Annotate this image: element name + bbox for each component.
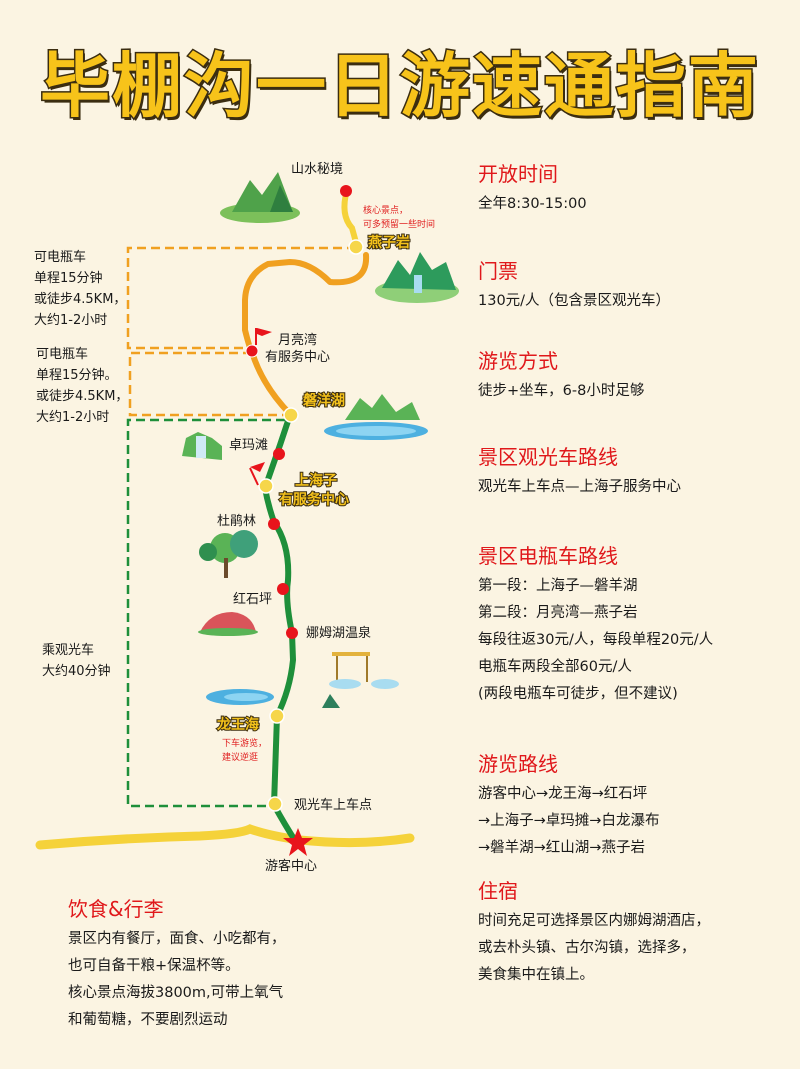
waterfall-illustration [182, 432, 222, 460]
stop-name: 上海子 [294, 472, 338, 490]
stop-namuhu [286, 627, 298, 639]
info-line: (两段电瓶车可徒步，但不建议) [478, 686, 678, 702]
stop-name: 月亮湾 [278, 333, 318, 348]
stop-yanziyan [348, 239, 364, 255]
info-tour-method: 游览方式 徒步+坐车，6-8小时足够 [478, 350, 798, 405]
stop-shanshui [340, 185, 352, 197]
section-heading: 开放时间 [478, 162, 558, 186]
section-heading: 饮食&行李 [68, 897, 164, 921]
mountain-illustration-yanziyan [375, 252, 459, 303]
stop-label-shanghaizi: 上海子 有服务中心 [278, 472, 350, 510]
section-heading: 门票 [478, 259, 518, 283]
flag-icon [255, 328, 272, 345]
info-line: 每段往返30元/人，每段单程20元/人 [478, 632, 714, 648]
info-line: →上海子→卓玛摊→白龙瀑布 [478, 813, 660, 829]
info-line: 第一段：上海子—磐羊湖 [478, 578, 638, 594]
stop-label-panyanghu: 磐洋湖 [302, 392, 346, 410]
sightseeing-bus-bracket [126, 418, 285, 808]
flag-icon [249, 462, 265, 486]
page-title: 毕棚沟一日游速通指南 [39, 44, 760, 129]
star-icon [283, 828, 313, 856]
stop-dujuanlin [268, 518, 280, 530]
side-label-segment2: 可电瓶车 单程15分钟 或徒步4.5KM， 大约1-2小时 [34, 250, 127, 328]
info-line: 电瓶车两段全部60元/人 [478, 659, 632, 675]
road [35, 824, 415, 850]
info-line: 第二段：月亮湾—燕子岩 [478, 605, 638, 621]
info-line: 观光车上车点—上海子服务中心 [478, 479, 681, 495]
section-heading: 游览路线 [478, 752, 558, 776]
info-line: 美食集中在镇上。 [478, 967, 594, 983]
info-line: 也可自备干粮+保温杯等。 [68, 958, 240, 974]
stop-bus-stop [267, 796, 283, 812]
info-opening-hours: 开放时间 全年8:30-15:00 [478, 163, 798, 218]
side-label-segment1: 可电瓶车 单程15分钟。 或徒步4.5KM， 大约1-2小时 [36, 347, 129, 425]
food-luggage-section: 饮食&行李 景区内有餐厅，面食、小吃都有， 也可自备干粮+保温杯等。 核心景点海… [68, 893, 448, 1034]
stop-shanghaizi [258, 478, 274, 494]
info-line: 130元/人（包含景区观光车） [478, 293, 671, 309]
stop-zhuomatan [273, 448, 285, 460]
info-line: 全年8:30-15:00 [478, 196, 587, 212]
stop-longwanghai [269, 708, 285, 724]
stop-label-namuhu: 娜姆湖温泉 [306, 626, 372, 641]
section-heading: 住宿 [478, 879, 518, 903]
info-electric-car-route: 景区电瓶车路线 第一段：上海子—磐羊湖 第二段：月亮湾—燕子岩 每段往返30元/… [478, 545, 798, 708]
stop-label-visitor-center: 游客中心 [265, 859, 318, 874]
electric-car-bracket-1 [128, 351, 285, 417]
mountain-illustration-shanshui [220, 172, 300, 223]
stop-label-longwanghai: 龙王海 [216, 716, 260, 734]
info-line: 和葡萄糖，不要剧烈运动 [68, 1012, 228, 1028]
info-line: 景区内有餐厅，面食、小吃都有， [68, 931, 286, 947]
note-yanziyan: 核心景点， 可多预留一些时间 [363, 206, 436, 230]
service-center-label: 有服务中心 [265, 350, 331, 365]
stop-label-hongshiping: 红石坪 [233, 592, 273, 607]
info-line: 徒步+坐车，6-8小时足够 [478, 383, 645, 399]
section-heading: 景区电瓶车路线 [478, 544, 618, 568]
stop-label-dujuanlin: 杜鹃林 [217, 514, 257, 529]
info-line: 时间充足可选择景区内娜姆湖酒店， [478, 913, 710, 929]
route-orange [242, 252, 370, 417]
info-bus-route: 景区观光车路线 观光车上车点—上海子服务中心 [478, 446, 798, 501]
stop-label-shanshui: 山水秘境 [291, 162, 344, 177]
info-line: 或去朴头镇、古尔沟镇，选择多， [478, 940, 696, 956]
info-line: 游客中心→龙王海→红石坪 [478, 786, 648, 802]
route-yellow [341, 187, 360, 249]
stop-label-zhuomatan: 卓玛滩 [229, 438, 269, 453]
lake-illustration-longwanghai [206, 689, 274, 705]
hotspring-illustration [322, 652, 399, 708]
stop-label-bus-stop: 观光车上车点 [294, 798, 373, 813]
info-tour-route: 游览路线 游客中心→龙王海→红石坪 →上海子→卓玛摊→白龙瀑布 →磐羊湖→红山湖… [478, 753, 798, 862]
note-longwanghai: 下车游览， 建议逆逛 [222, 739, 268, 763]
red-rock-illustration [198, 612, 258, 636]
stop-panyanghu [283, 407, 299, 423]
tree-illustration-dujuanlin [199, 530, 258, 578]
stop-yueliangwan [245, 344, 259, 358]
section-heading: 景区观光车路线 [478, 445, 618, 469]
stop-label-yueliangwan: 月亮湾 有服务中心 [265, 332, 330, 366]
lake-illustration-panyanghu [324, 394, 428, 440]
info-line: →磐羊湖→红山湖→燕子岩 [478, 840, 645, 856]
info-line: 核心景点海拔3800m,可带上氧气 [68, 985, 284, 1001]
stop-label-yanziyan: 燕子岩 [367, 234, 411, 252]
info-ticket: 门票 130元/人（包含景区观光车） [478, 260, 798, 315]
stop-hongshiping [277, 583, 289, 595]
service-center-label: 有服务中心 [278, 491, 350, 509]
electric-car-bracket-2 [126, 246, 356, 350]
info-accommodation: 住宿 时间充足可选择景区内娜姆湖酒店， 或去朴头镇、古尔沟镇，选择多， 美食集中… [478, 880, 798, 989]
section-heading: 游览方式 [478, 349, 558, 373]
side-label-bus: 乘观光车 大约40分钟 [42, 643, 111, 679]
